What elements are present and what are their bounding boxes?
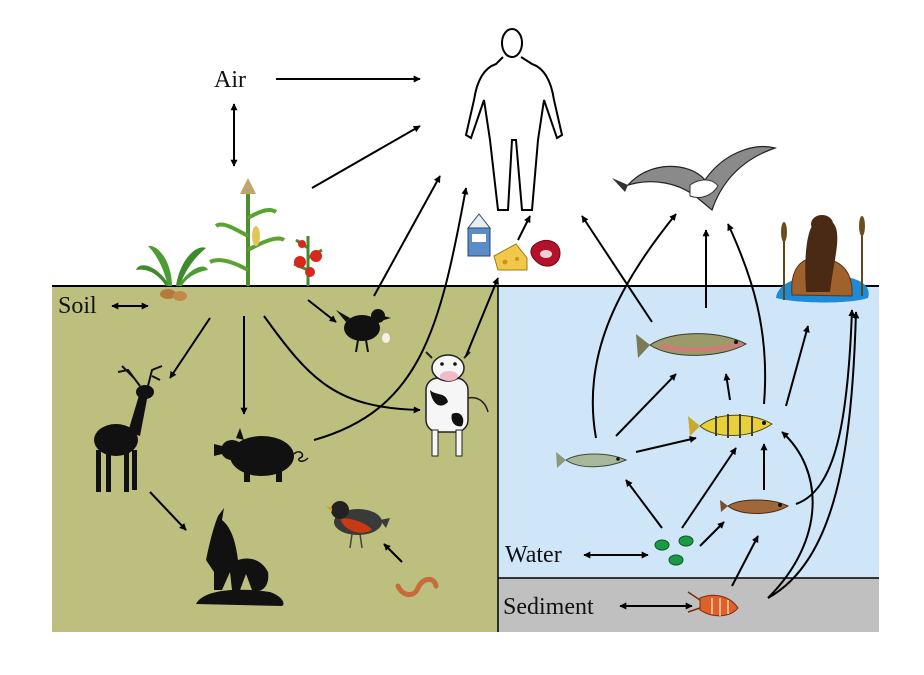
arrow-algae-to-minnow bbox=[625, 479, 663, 529]
arrow-perch-to-trout bbox=[723, 373, 731, 401]
cow-icon bbox=[425, 351, 489, 457]
cheese-icon bbox=[493, 243, 528, 271]
arrow-cow-to-dairy bbox=[465, 277, 499, 357]
arrow-algae-to-perch bbox=[681, 447, 737, 529]
minnow-icon bbox=[556, 452, 628, 468]
arrow-perch-to-otter bbox=[785, 325, 810, 407]
wolf-icon bbox=[196, 508, 284, 606]
meat-icon bbox=[530, 239, 561, 267]
arrow-pig-to-human bbox=[313, 187, 469, 441]
arrow-perch-to-gull bbox=[727, 223, 767, 405]
water-label: Water bbox=[505, 542, 562, 568]
arrow-dairy-to-human bbox=[517, 215, 531, 241]
flow-arrows bbox=[111, 75, 860, 610]
fern-icon bbox=[136, 245, 208, 301]
algae-icon bbox=[654, 535, 694, 566]
arrow-minnow-to-gull bbox=[591, 213, 677, 439]
arrow-crayfish-to-otter bbox=[767, 311, 860, 599]
arrow-plants-to-human bbox=[311, 125, 421, 189]
gull-icon bbox=[612, 146, 778, 212]
corn-plant-icon bbox=[209, 178, 286, 286]
earthworm-icon bbox=[395, 577, 439, 597]
pig-icon bbox=[214, 428, 309, 482]
deer-icon bbox=[94, 365, 163, 492]
arrow-trout-to-human bbox=[581, 215, 653, 323]
arrow-plants-to-deer bbox=[169, 317, 211, 379]
arrow-hen-to-human bbox=[373, 175, 441, 297]
milk-carton-icon bbox=[466, 213, 492, 257]
soil-label: Soil bbox=[58, 293, 97, 319]
otter-icon bbox=[776, 215, 869, 303]
arrow-goby-to-otter bbox=[795, 309, 856, 505]
arrow-crayfish-to-perch bbox=[767, 431, 814, 599]
arrow-minnow-to-perch bbox=[635, 436, 697, 453]
tomato-plant-icon bbox=[293, 236, 323, 286]
arrow-plants-to-cow bbox=[263, 315, 421, 414]
air-label: Air bbox=[214, 67, 246, 93]
arrow-worm-to-robin bbox=[383, 543, 403, 563]
sediment-label: Sediment bbox=[503, 594, 594, 620]
crayfish-icon bbox=[687, 591, 739, 617]
arrow-crayfish-to-goby bbox=[731, 535, 759, 587]
arrow-algae-to-goby bbox=[699, 521, 725, 547]
robin-icon bbox=[326, 501, 390, 549]
arrow-plants-to-hen bbox=[307, 299, 337, 323]
trout-icon bbox=[636, 333, 748, 358]
goby-icon bbox=[720, 499, 790, 514]
perch-icon bbox=[688, 414, 773, 438]
hen-icon bbox=[336, 309, 391, 353]
arrow-minnow-to-trout bbox=[615, 373, 677, 437]
human-outline-icon bbox=[464, 28, 564, 211]
arrow-deer-to-wolf bbox=[149, 491, 187, 531]
